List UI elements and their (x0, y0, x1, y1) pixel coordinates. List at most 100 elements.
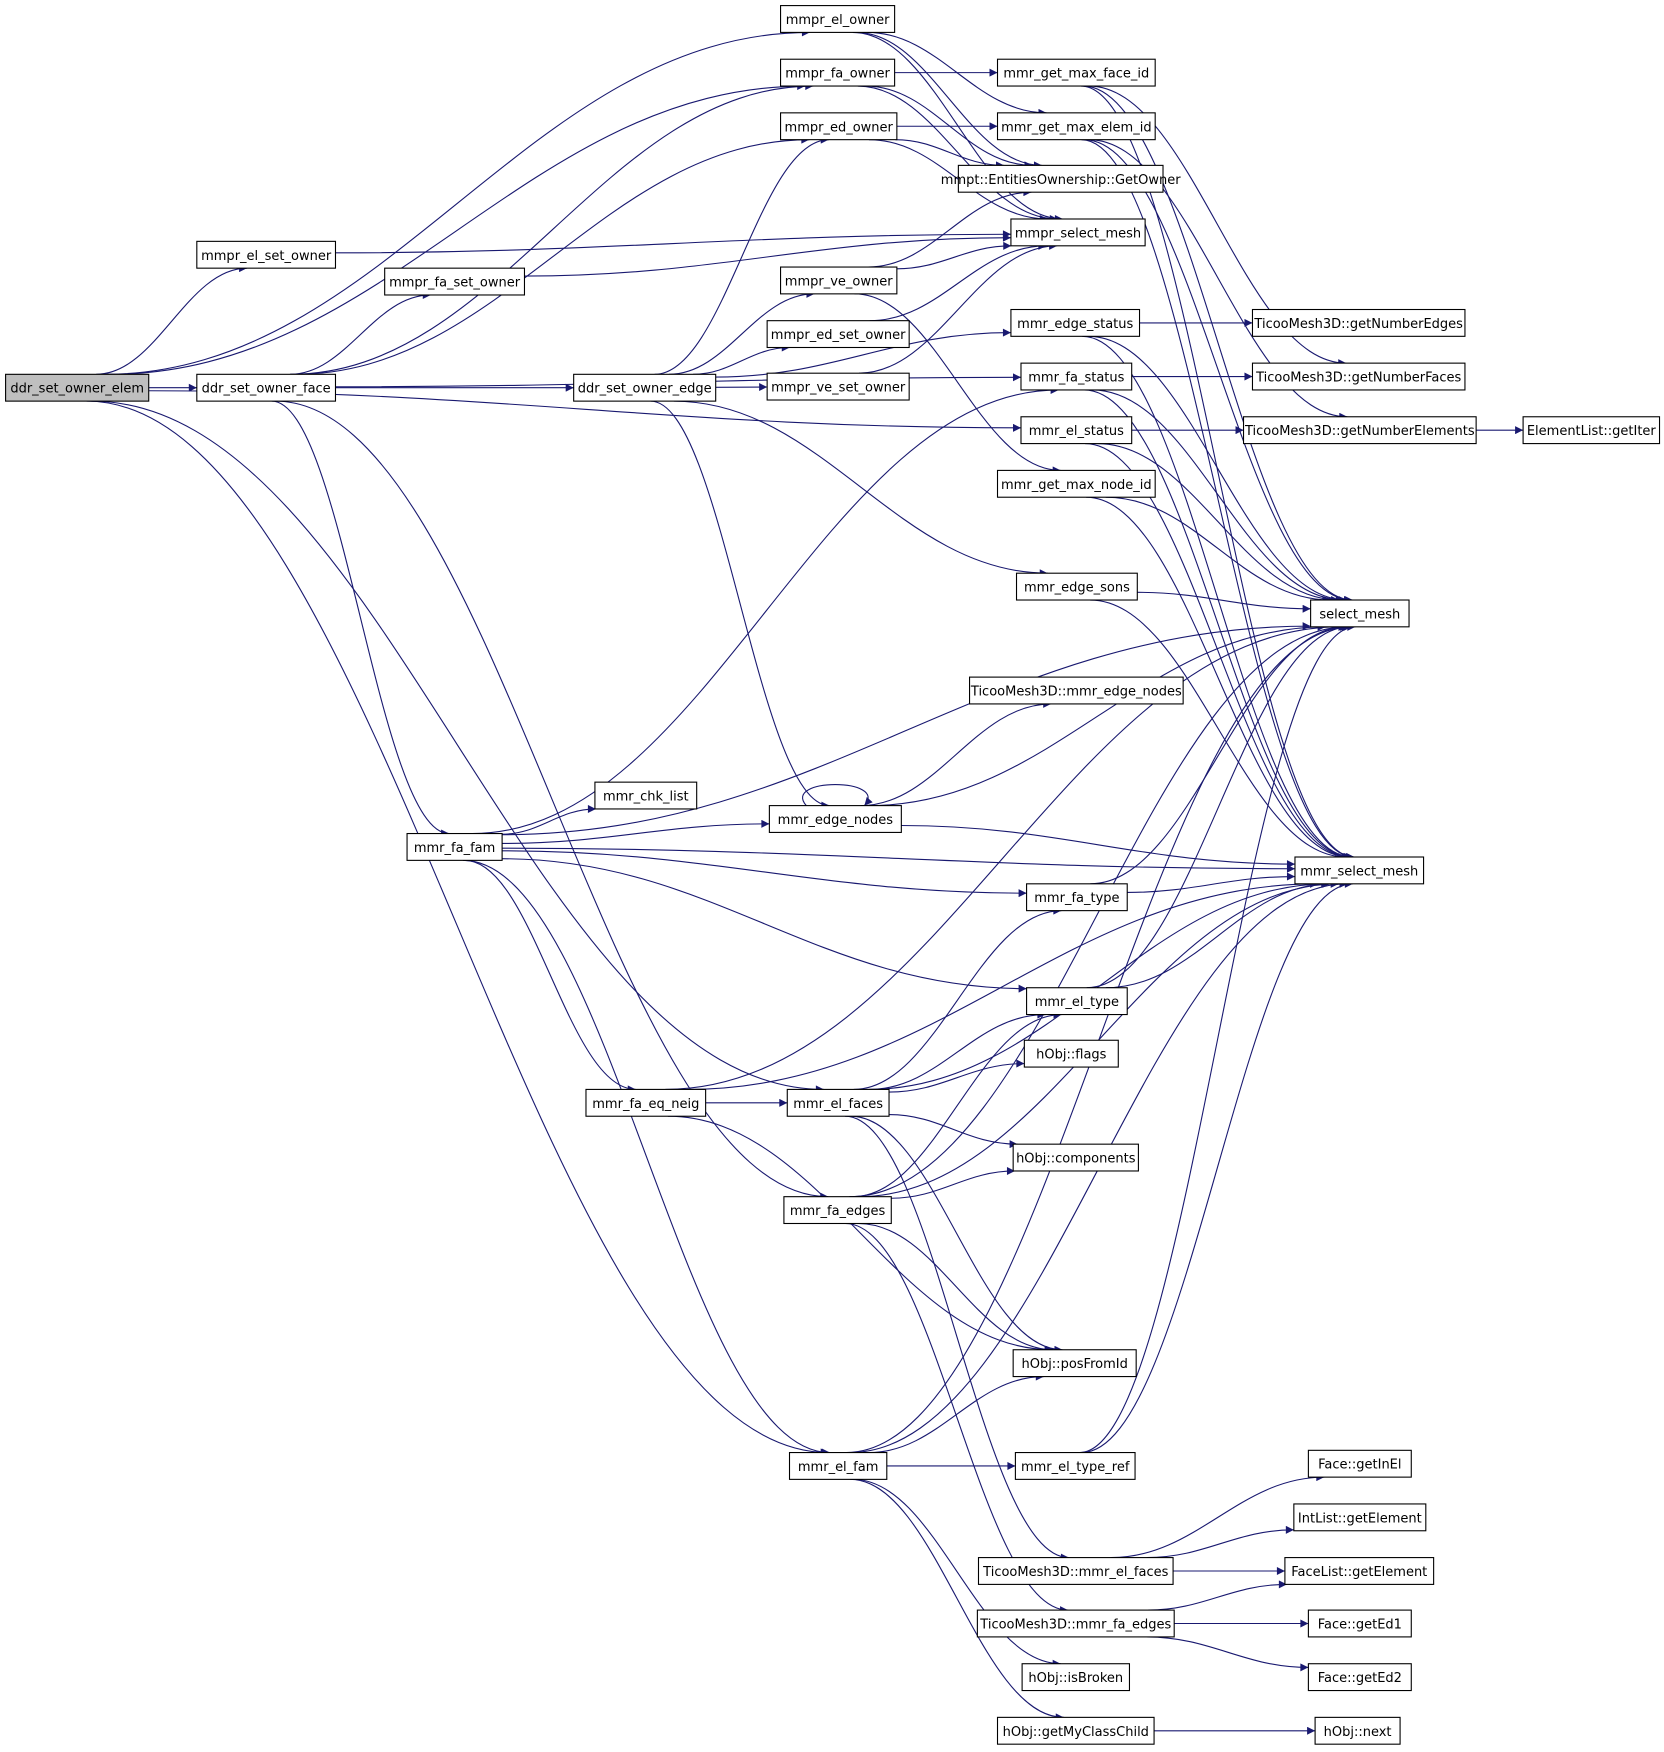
node-label: mmr_el_type_ref (1021, 1460, 1130, 1475)
node-label: mmpr_ve_set_owner (771, 381, 906, 396)
edge-mmr_el_faces-to-mmr_select_mesh (868, 879, 1330, 1090)
node-mmpr_ve_owner[interactable]: mmpr_ve_owner (780, 266, 898, 295)
edge-mmpr_fa_set_owner-to-mmpr_select_mesh (524, 233, 1011, 277)
node-Face_getEd1[interactable]: Face::getEd1 (1307, 1609, 1412, 1638)
node-label: IntList::getElement (1298, 1511, 1422, 1526)
node-hObj_isBroken[interactable]: hObj::isBroken (1021, 1663, 1131, 1692)
edge-ddr_set_owner_face-to-mmr_fa_edges (275, 400, 829, 1201)
node-Face_getEd2[interactable]: Face::getEd2 (1307, 1663, 1412, 1692)
node-label: mmr_get_max_elem_id (1001, 120, 1151, 135)
edge-mmr_el_fam-to-hObj_isBroken (853, 1478, 1061, 1668)
node-label: hObj::next (1324, 1725, 1392, 1740)
edge-mmpr_el_owner-to-GetOwner (856, 31, 1042, 170)
node-mmr_edge_sons[interactable]: mmr_edge_sons (1015, 572, 1138, 601)
node-hObj_getMyClassChild[interactable]: hObj::getMyClassChild (996, 1716, 1155, 1745)
edge-ddr_set_owner_edge-to-mmpr_ed_owner (654, 135, 829, 375)
node-label: mmr_fa_type (1034, 891, 1119, 906)
node-mmr_fa_type[interactable]: mmr_fa_type (1026, 883, 1128, 912)
node-select_mesh[interactable]: select_mesh (1310, 599, 1410, 628)
node-GetOwner[interactable]: mmpt::EntitiesOwnership::GetOwner (941, 164, 1181, 193)
node-mmr_el_type_ref[interactable]: mmr_el_type_ref (1014, 1452, 1136, 1480)
node-mmpr_ve_set_owner[interactable]: mmpr_ve_set_owner (766, 372, 910, 401)
node-FaceList_getElement[interactable]: FaceList::getElement (1284, 1557, 1435, 1585)
node-box (996, 112, 1156, 141)
node-mmpr_fa_owner[interactable]: mmpr_fa_owner (780, 58, 896, 87)
edge-mmr_fa_edges-to-hObj_posFromId (858, 1222, 1054, 1354)
node-label: TicooMesh3D::getNumberFaces (1255, 371, 1461, 386)
node-ElementList_getIter[interactable]: ElementList::getIter (1522, 416, 1661, 445)
node-mmr_edge_status[interactable]: mmr_edge_status (1010, 308, 1141, 337)
node-mmr_el_faces[interactable]: mmr_el_faces (786, 1088, 890, 1117)
node-box (585, 1088, 707, 1117)
edge-mmr_fa_edges-to-mmr_el_type (852, 1010, 1062, 1198)
node-box (780, 112, 898, 141)
node-label: select_mesh (1319, 607, 1400, 622)
node-mmr_fa_fam[interactable]: mmr_fa_fam (406, 832, 503, 861)
node-mmr_select_mesh[interactable]: mmr_select_mesh (1294, 856, 1425, 885)
node-label: mmpr_el_set_owner (201, 249, 332, 264)
node-ddr_set_owner_elem[interactable]: ddr_set_owner_elem (5, 373, 150, 402)
edge-mmr_fa_edges-to-hObj_components (891, 1166, 1015, 1199)
edge-mmr_fa_type-to-mmr_select_mesh (1127, 872, 1295, 893)
edge-mmr_fa_fam-to-mmr_fa_eq_neig (464, 859, 636, 1094)
edge-mmpr_ed_owner-to-GetOwner (895, 139, 1005, 170)
node-mmpr_ed_owner[interactable]: mmpr_ed_owner (780, 112, 898, 141)
node-box (1251, 308, 1466, 337)
node-mmr_fa_eq_neig[interactable]: mmr_fa_eq_neig (585, 1088, 707, 1117)
node-ddr_set_owner_edge[interactable]: ddr_set_owner_edge (573, 373, 717, 402)
node-box (788, 1452, 888, 1480)
node-box (1026, 883, 1128, 912)
edge-mmpr_el_owner-to-mmpr_select_mesh (852, 31, 1063, 223)
node-box (1023, 1039, 1119, 1068)
node-mmpr_select_mesh[interactable]: mmpr_select_mesh (1010, 218, 1146, 247)
edge-ddr_set_owner_edge-to-mmr_edge_status (715, 328, 1011, 378)
edge-ddr_set_owner_face-to-mmpr_ed_owner (295, 135, 810, 375)
node-box (1015, 572, 1138, 601)
node-mmr_get_max_face_id[interactable]: mmr_get_max_face_id (996, 58, 1156, 87)
node-label: ElementList::getIter (1527, 424, 1657, 439)
edge-ddr_set_owner_edge-to-mmr_edge_sons (673, 400, 1048, 578)
edge-mmpr_el_set_owner-to-mmpr_select_mesh (335, 230, 1011, 254)
node-label: mmr_el_fam (798, 1460, 879, 1475)
edge-mmpr_ve_owner-to-mmpr_select_mesh (896, 241, 1012, 270)
edge-mmr_el_fam-to-select_mesh (846, 622, 1352, 1454)
node-T_mmr_fa_edges[interactable]: TicooMesh3D::mmr_fa_edges (976, 1609, 1175, 1638)
node-hObj_posFromId[interactable]: hObj::posFromId (1012, 1349, 1137, 1378)
node-ddr_set_owner_face[interactable]: ddr_set_owner_face (196, 373, 337, 402)
edge-mmr_el_fam-to-hObj_posFromId (868, 1372, 1044, 1454)
node-mmr_edge_nodes[interactable]: mmr_edge_nodes (768, 805, 902, 833)
node-mmr_el_type[interactable]: mmr_el_type (1026, 987, 1128, 1016)
node-hObj_components[interactable]: hObj::components (1012, 1143, 1139, 1172)
node-T_mmr_el_faces[interactable]: TicooMesh3D::mmr_el_faces (977, 1557, 1174, 1585)
node-layer: ddr_set_owner_elem ddr_set_owner_face ddr_… (5, 5, 1661, 1745)
node-mmr_get_max_elem_id[interactable]: mmr_get_max_elem_id (996, 112, 1156, 141)
node-Face_getInEl[interactable]: Face::getInEl (1307, 1449, 1412, 1478)
edge-mmr_el_fam-to-hObj_getMyClassChild (850, 1478, 1064, 1722)
node-mmpr_fa_set_owner[interactable]: mmpr_fa_set_owner (384, 267, 526, 296)
edge-mmr_edge_sons-to-mmr_select_mesh (1090, 599, 1346, 861)
node-box (1010, 218, 1146, 247)
node-getNumberFaces[interactable]: TicooMesh3D::getNumberFaces (1251, 362, 1466, 391)
node-mmr_el_fam[interactable]: mmr_el_fam (788, 1452, 888, 1480)
node-mmr_fa_status[interactable]: mmr_fa_status (1020, 362, 1133, 391)
node-mmpr_el_owner[interactable]: mmpr_el_owner (780, 5, 896, 33)
node-box (780, 5, 896, 33)
node-label: mmr_edge_status (1017, 317, 1133, 332)
edge-mmr_edge_nodes-to-mmr_edge_nodes (802, 784, 873, 806)
node-hObj_next[interactable]: hObj::next (1314, 1716, 1401, 1745)
node-T_mmr_edge_nodes[interactable]: TicooMesh3D::mmr_edge_nodes (968, 676, 1184, 705)
node-mmr_el_status[interactable]: mmr_el_status (1020, 416, 1133, 445)
node-mmpr_ed_set_owner[interactable]: mmpr_ed_set_owner (766, 320, 910, 349)
node-box (196, 373, 337, 402)
node-getNumberEdges[interactable]: TicooMesh3D::getNumberEdges (1251, 308, 1466, 337)
edge-ddr_set_owner_elem-to-mmr_el_fam (86, 400, 829, 1457)
node-mmr_fa_edges[interactable]: mmr_fa_edges (783, 1196, 892, 1225)
node-hObj_flags[interactable]: hObj::flags (1023, 1039, 1119, 1068)
node-getNumberElements[interactable]: TicooMesh3D::getNumberElements (1242, 416, 1477, 445)
edge-mmr_fa_eq_neig-to-select_mesh (665, 622, 1341, 1090)
node-mmr_chk_list[interactable]: mmr_chk_list (594, 781, 698, 810)
node-mmpr_el_set_owner[interactable]: mmpr_el_set_owner (196, 240, 337, 269)
node-IntList_getElement[interactable]: IntList::getElement (1293, 1503, 1427, 1532)
node-mmr_get_max_node_id[interactable]: mmr_get_max_node_id (996, 469, 1156, 498)
